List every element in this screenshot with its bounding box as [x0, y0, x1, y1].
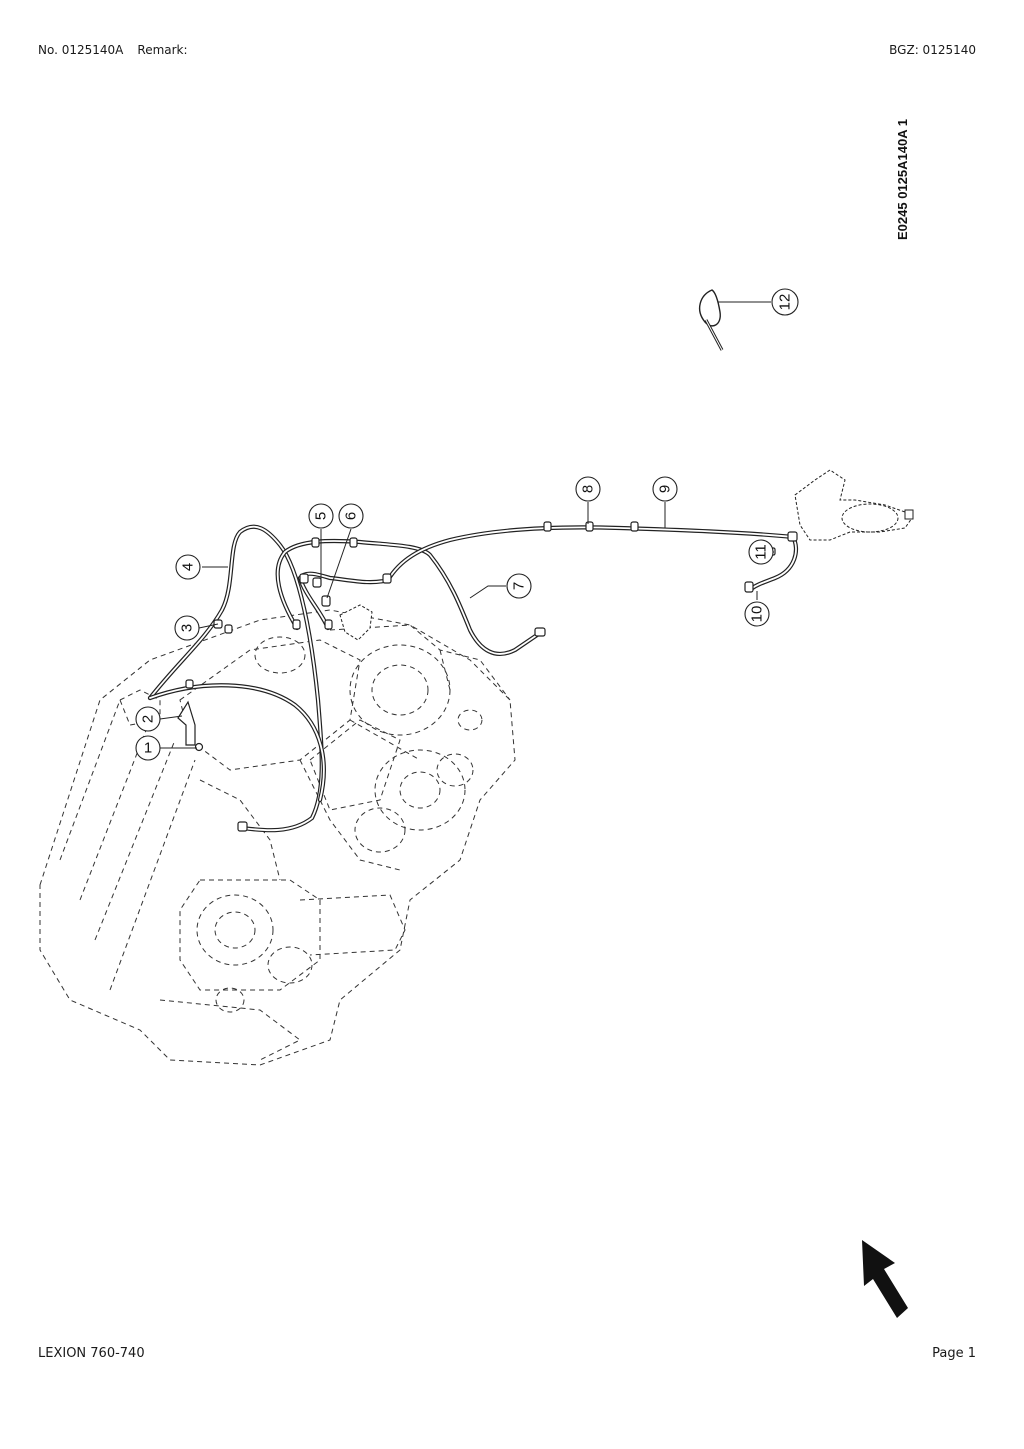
callout-9: 9	[652, 476, 678, 502]
svg-text:9: 9	[657, 485, 674, 493]
svg-text:10: 10	[749, 606, 766, 623]
bgz-label: BGZ: 0125140	[889, 43, 976, 57]
svg-text:3: 3	[179, 624, 196, 632]
callout-1: 1	[135, 735, 161, 761]
svg-text:8: 8	[580, 485, 597, 493]
svg-text:11: 11	[753, 544, 770, 560]
page-number: Page 1	[932, 1346, 976, 1361]
bolt-item-1	[194, 742, 204, 752]
callout-8: 8	[575, 476, 601, 502]
callout-2: 2	[135, 706, 161, 732]
callout-4: 4	[175, 554, 201, 580]
hose-item-5	[275, 538, 543, 656]
hose-item-6	[297, 571, 391, 631]
reference-code: E0245 0125A140A 1	[895, 119, 910, 240]
hose-item-3	[147, 683, 326, 803]
direction-arrow-icon	[862, 1240, 908, 1318]
svg-text:5: 5	[313, 512, 330, 520]
remark-label: Remark:	[137, 43, 188, 57]
svg-text:1: 1	[144, 740, 152, 757]
document-number: No. 0125140A Remark:	[38, 43, 188, 57]
leader-lines	[159, 301, 774, 749]
svg-text:2: 2	[140, 715, 157, 723]
doc-no-text: No. 0125140A	[38, 43, 124, 57]
callout-3: 3	[174, 615, 200, 641]
callout-5: 5	[308, 503, 334, 529]
svg-text:7: 7	[511, 582, 528, 590]
svg-text:6: 6	[343, 512, 360, 520]
filter-assembly	[794, 469, 914, 541]
valve-assembly	[339, 604, 373, 641]
callout-6: 6	[338, 503, 364, 529]
engine-outline	[39, 609, 516, 1066]
bracket-item-2	[177, 700, 196, 746]
callout-7: 7	[506, 573, 532, 599]
callout-12: 12	[771, 288, 799, 316]
callout-10: 10	[744, 601, 770, 627]
svg-text:12: 12	[777, 294, 794, 311]
hose-item-4	[147, 524, 324, 833]
model-label: LEXION 760-740	[38, 1346, 145, 1361]
cable-tie-item-12	[698, 289, 724, 351]
hose-item-10	[747, 534, 799, 593]
svg-text:4: 4	[180, 563, 197, 571]
callout-11: 11	[748, 539, 774, 565]
hose-item-9	[385, 525, 796, 583]
